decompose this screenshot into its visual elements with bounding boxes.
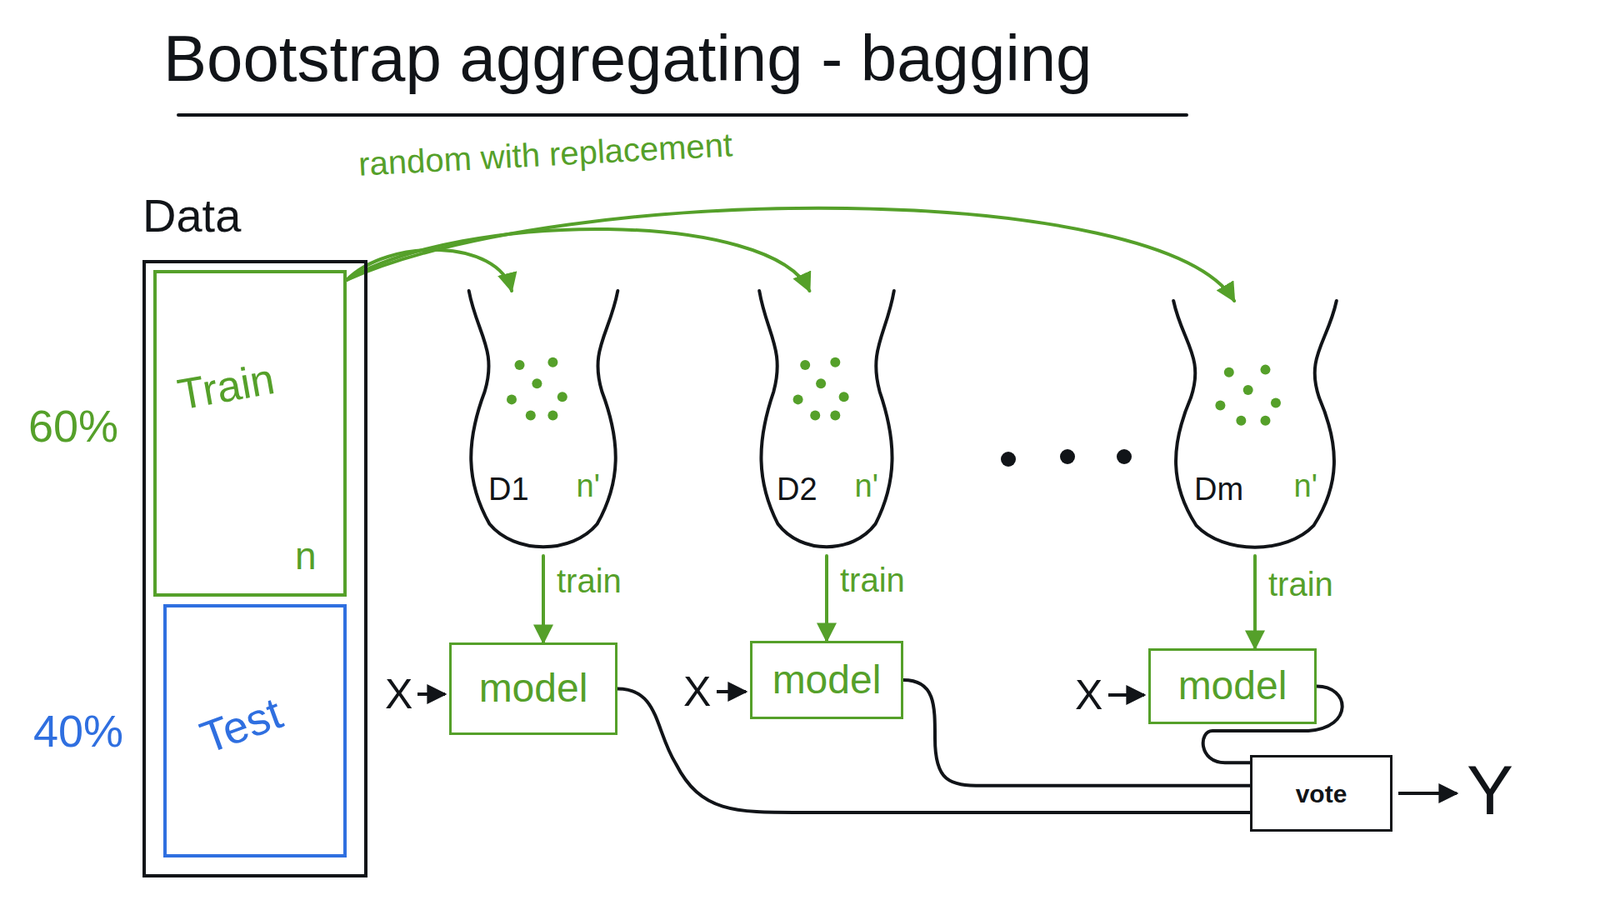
model-box: model bbox=[750, 640, 904, 720]
bag-outline bbox=[755, 290, 899, 556]
input-arrow bbox=[1108, 693, 1145, 697]
input-symbol: X bbox=[683, 669, 711, 715]
connector bbox=[346, 208, 1235, 301]
sample-dot bbox=[810, 410, 820, 420]
connector bbox=[541, 555, 545, 643]
box-heading: Test bbox=[194, 688, 289, 764]
bag-outline-path bbox=[759, 290, 895, 547]
model-label: model bbox=[479, 666, 589, 711]
split-percent: 60% bbox=[28, 401, 119, 451]
sample-dot bbox=[1235, 415, 1246, 426]
split-percent: 40% bbox=[33, 706, 124, 756]
bag-outline-path bbox=[1173, 300, 1337, 548]
bootstrap-sample: D1 n' bbox=[464, 290, 623, 556]
sample-size: n' bbox=[855, 469, 879, 505]
sample-dot bbox=[557, 391, 568, 402]
sample-dot bbox=[525, 410, 536, 420]
edge-label: train bbox=[555, 562, 624, 600]
box-note: n bbox=[295, 535, 317, 578]
connector bbox=[825, 555, 829, 641]
model-label: model bbox=[1178, 664, 1288, 709]
bag-outline-path bbox=[469, 290, 619, 547]
sample-size: n' bbox=[1294, 469, 1318, 505]
sample-dot bbox=[1260, 415, 1270, 426]
box-heading: Data bbox=[142, 190, 241, 242]
ellipsis-dot bbox=[1060, 449, 1075, 465]
sample-dot bbox=[1260, 365, 1270, 375]
sample-dot bbox=[547, 357, 558, 368]
sample-dot bbox=[830, 357, 840, 368]
vote-box: vote bbox=[1250, 755, 1393, 832]
input-arrow bbox=[716, 690, 746, 694]
input-symbol: X bbox=[1075, 672, 1103, 719]
bootstrap-sample: D2 n' bbox=[755, 290, 899, 556]
sample-dot bbox=[547, 410, 558, 420]
sample-dot bbox=[515, 360, 525, 370]
edge-label: train bbox=[1266, 565, 1335, 603]
sample-dot bbox=[531, 378, 542, 389]
title-underline bbox=[178, 113, 1187, 117]
sample-dot bbox=[815, 378, 826, 389]
sample-dot bbox=[1224, 367, 1235, 378]
train-split: Train n bbox=[153, 270, 347, 597]
output-arrow bbox=[1398, 791, 1457, 795]
box-heading: Train bbox=[174, 355, 279, 420]
diagram-title: Bootstrap aggregating - bagging bbox=[163, 23, 1092, 95]
input-symbol: X bbox=[385, 671, 413, 718]
ellipsis-dot bbox=[1116, 449, 1132, 465]
bag-outline bbox=[1168, 300, 1342, 556]
sample-dot bbox=[830, 410, 840, 420]
ellipsis-dot bbox=[1000, 451, 1016, 467]
model-box: model bbox=[1148, 648, 1317, 725]
sample-dot bbox=[506, 394, 517, 405]
sample-dot bbox=[1243, 385, 1254, 395]
model-box: model bbox=[449, 642, 618, 735]
sample-name: Dm bbox=[1194, 472, 1244, 508]
sample-dot bbox=[793, 394, 804, 405]
edge-label: train bbox=[838, 561, 907, 599]
sample-size: n' bbox=[576, 469, 600, 505]
vote-label: vote bbox=[1295, 780, 1348, 808]
sampling-note: random with replacement bbox=[357, 125, 734, 182]
input-arrow bbox=[417, 692, 445, 696]
bootstrap-sample: Dm n' bbox=[1168, 300, 1342, 556]
data-store: DataTrainnTest bbox=[142, 260, 368, 878]
connector bbox=[346, 229, 810, 291]
model-label: model bbox=[772, 658, 882, 703]
sample-dot bbox=[839, 391, 850, 402]
output-symbol: Y bbox=[1466, 751, 1514, 829]
sample-dot bbox=[800, 360, 810, 370]
test-split: Test bbox=[163, 604, 347, 858]
sample-name: D1 bbox=[488, 472, 530, 508]
sample-dot bbox=[1215, 400, 1225, 410]
sample-name: D2 bbox=[776, 472, 818, 508]
bag-outline bbox=[464, 290, 623, 556]
connector bbox=[1253, 555, 1257, 649]
sample-dot bbox=[1270, 397, 1281, 408]
